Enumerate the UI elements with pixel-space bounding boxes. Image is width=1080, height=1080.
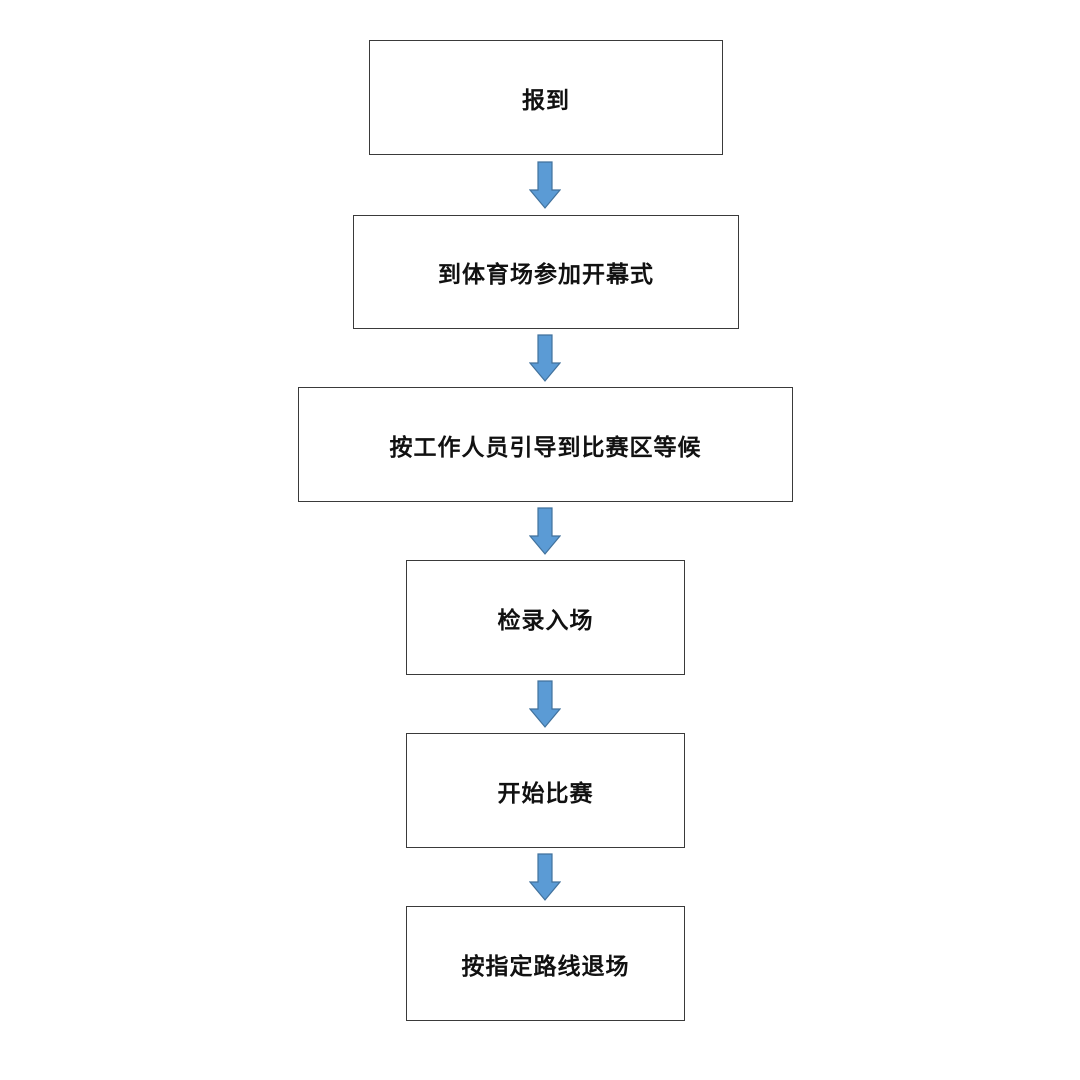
step-check-and-enter-label: 检录入场: [497, 607, 594, 634]
down-arrow-icon: [529, 680, 561, 728]
down-arrow-icon: [529, 507, 561, 555]
down-arrow-icon: [529, 161, 561, 209]
step-wait-in-area-label: 按工作人员引导到比赛区等候: [389, 434, 702, 461]
step-wait-in-area-box: 按工作人员引导到比赛区等候: [298, 387, 793, 502]
step-check-in-box: 报到: [369, 40, 723, 155]
down-arrow-icon: [529, 334, 561, 382]
step-opening-ceremony-label: 到体育场参加开幕式: [438, 262, 654, 288]
step-start-competition-label: 开始比赛: [497, 780, 594, 807]
step-exit-route-label: 按指定路线退场: [461, 953, 630, 980]
down-arrow-icon: [529, 853, 561, 901]
step-opening-ceremony-box: 到体育场参加开幕式: [353, 215, 739, 329]
step-start-competition-box: 开始比赛: [406, 733, 685, 848]
step-exit-route-box: 按指定路线退场: [406, 906, 685, 1021]
step-check-and-enter-box: 检录入场: [406, 560, 685, 675]
step-check-in-label: 报到: [522, 87, 570, 114]
